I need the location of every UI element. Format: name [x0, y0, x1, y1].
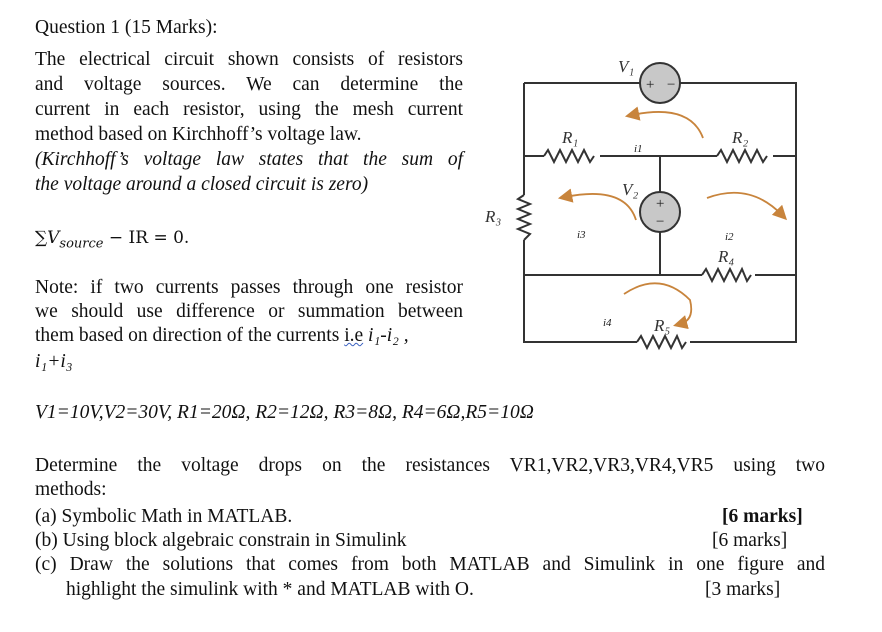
determine-line: Determine the voltage drops on the resis… — [35, 455, 825, 476]
note-expr2: i₁+i₃ — [35, 351, 73, 372]
mesh-arrow-i1 — [624, 106, 704, 139]
voltage-source-v2 — [639, 191, 681, 233]
kvl-equation: ∑Vsource − IR = 0. — [35, 226, 189, 256]
mesh-arrow-i2 — [706, 191, 788, 221]
mesh-arrow-i3 — [557, 188, 637, 221]
part-a-marks: [6 marks] — [722, 506, 803, 527]
note-line: Note: if two currents passes through one… — [35, 277, 463, 298]
voltage-source-v1 — [639, 62, 681, 104]
label-i4: i4 — [603, 317, 612, 329]
note-ie: i.e — [344, 325, 364, 346]
v2-minus: − — [655, 214, 665, 230]
label-v2: V₂ — [622, 180, 638, 199]
intro-line: and voltage sources. We can determine th… — [35, 74, 463, 95]
resistor-r1 — [543, 147, 595, 165]
question-title: Question 1 (15 Marks): — [35, 17, 218, 38]
resistor-r2 — [716, 147, 768, 165]
note-line: we should use difference or summation be… — [35, 301, 463, 322]
part-c-cont: highlight the simulink with * and MATLAB… — [66, 579, 474, 600]
label-v1: V₁ — [618, 57, 634, 76]
intro-line: method based on Kirchhoff’s voltage law. — [35, 124, 362, 145]
v2-plus: + — [655, 196, 665, 212]
note-expr1: i₁-i₂ , — [368, 325, 409, 346]
kvl-line: (Kirchhoff’s voltage law states that the… — [35, 149, 463, 170]
label-i1: i1 — [634, 143, 643, 155]
label-r2: R₂ — [731, 128, 748, 147]
eq-sub: source — [59, 236, 104, 252]
note-text: them based on direction of the currents — [35, 325, 345, 346]
part-c: (c) Draw the solutions that comes from b… — [35, 554, 825, 575]
part-b: (b) Using block algebraic constrain in S… — [35, 530, 407, 551]
determine-line: methods: — [35, 479, 107, 500]
label-r5: R₅ — [653, 316, 670, 335]
intro-line: The electrical circuit shown consists of… — [35, 49, 463, 70]
circuit-wires — [523, 82, 797, 343]
intro-line: current in each resistor, using the mesh… — [35, 99, 463, 120]
note-line3: them based on direction of the currents … — [35, 324, 409, 348]
part-c-marks: [3 marks] — [705, 579, 781, 600]
resistor-r5 — [636, 333, 687, 351]
resistor-r4 — [701, 266, 752, 284]
label-r1: R₁ — [561, 128, 578, 147]
label-i2: i2 — [725, 231, 734, 243]
eq-rest: − IR = 0. — [103, 228, 190, 248]
label-r3: R₃ — [484, 207, 501, 226]
mesh-arrow-i4 — [623, 282, 693, 330]
kvl-line: the voltage around a closed circuit is z… — [35, 174, 369, 195]
sigma: ∑ — [35, 228, 48, 248]
part-b-marks: [6 marks] — [712, 530, 788, 551]
given-values: V1=10V,V2=30V, R1=20Ω, R2=12Ω, R3=8Ω, R4… — [35, 402, 534, 423]
resistor-r3 — [515, 194, 533, 241]
label-i3: i3 — [577, 229, 586, 241]
eq-v: V — [47, 228, 60, 248]
v1-plus: + — [645, 77, 655, 93]
part-a: (a) Symbolic Math in MATLAB. — [35, 506, 293, 527]
label-r4: R₄ — [717, 247, 734, 266]
v1-minus: − — [666, 77, 676, 93]
